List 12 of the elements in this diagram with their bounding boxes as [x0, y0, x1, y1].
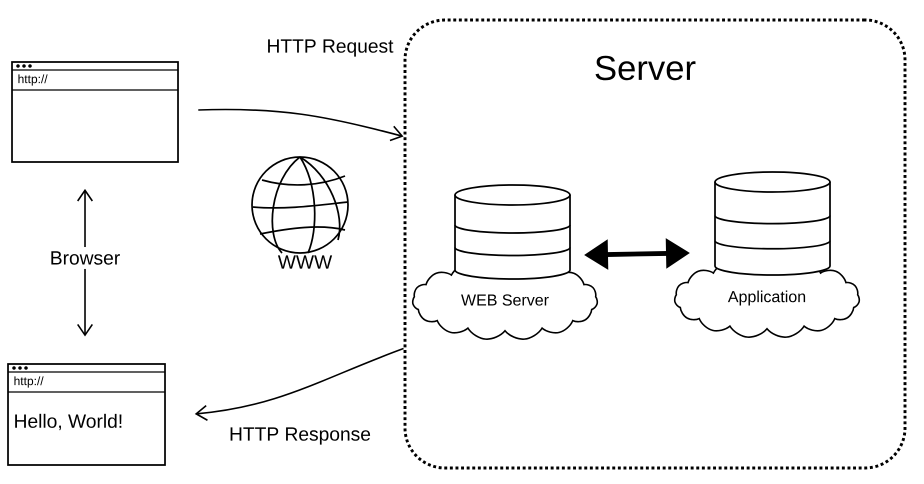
arrow: [194, 348, 404, 421]
arrow: [77, 268, 93, 337]
arrow: [77, 188, 93, 248]
server-cloud: Application: [674, 171, 860, 338]
globe-caption: WWW: [278, 255, 332, 269]
arrow: [198, 108, 404, 142]
browser-window: http:// Hello, World!: [7, 363, 166, 466]
edge-label: HTTP Request: [264, 36, 396, 60]
edge-label: HTTP Response: [226, 424, 374, 448]
browser-label: Browser: [51, 251, 120, 265]
server-cloud: WEB Server: [412, 184, 598, 340]
browser-window: http://: [11, 61, 179, 163]
